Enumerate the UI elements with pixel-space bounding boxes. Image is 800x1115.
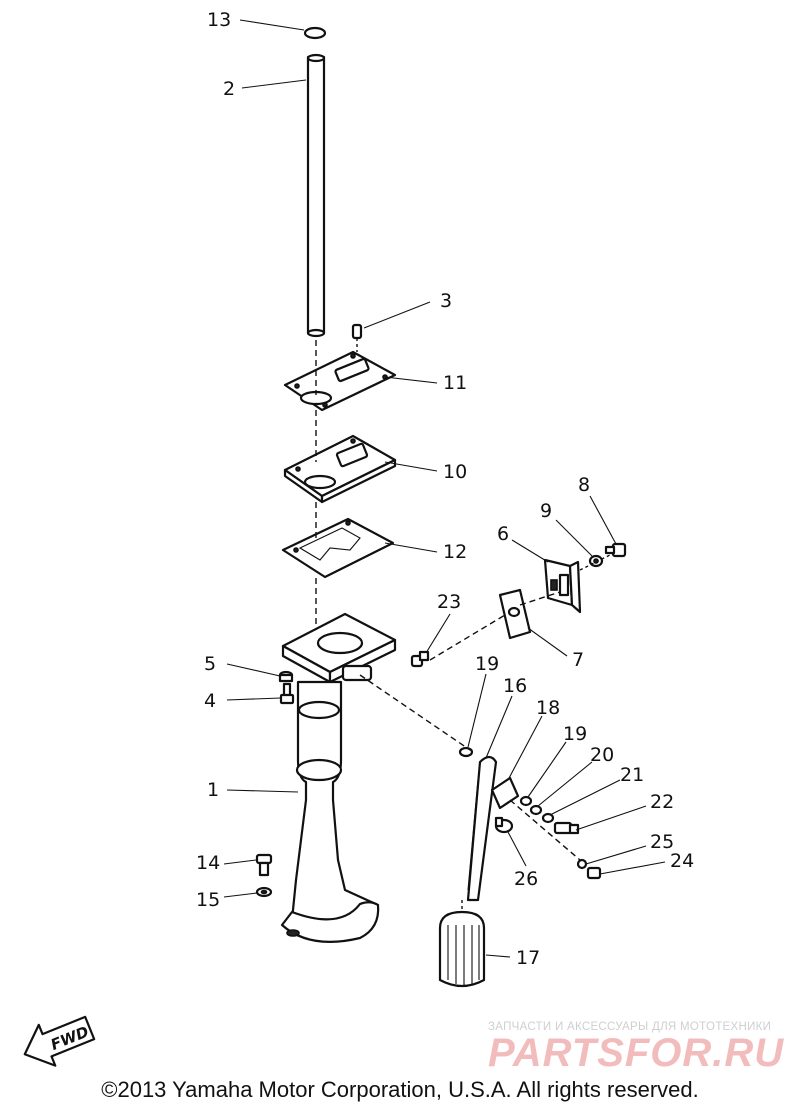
callout-18: 18 bbox=[536, 697, 560, 719]
callout-16: 16 bbox=[503, 675, 527, 697]
callout-25: 25 bbox=[650, 831, 674, 853]
callout-10: 10 bbox=[443, 461, 467, 483]
callout-9: 9 bbox=[540, 500, 552, 522]
part-22-bolt bbox=[553, 821, 580, 835]
callout-7: 7 bbox=[572, 649, 584, 671]
part-20-washer bbox=[529, 804, 543, 816]
callout-13: 13 bbox=[207, 9, 231, 31]
part-25-washer bbox=[576, 858, 588, 870]
part-16-lever bbox=[466, 755, 498, 902]
part-11-plate bbox=[283, 350, 397, 412]
part-17-grip bbox=[438, 910, 486, 988]
callout-8: 8 bbox=[578, 474, 590, 496]
copyright-notice: ©2013 Yamaha Motor Corporation, U.S.A. A… bbox=[101, 1077, 699, 1102]
part-1-column bbox=[280, 612, 397, 943]
callout-19-a: 19 bbox=[475, 653, 499, 675]
part-24-screw bbox=[586, 866, 602, 880]
part-2-pipe bbox=[306, 53, 326, 338]
part-18-plate bbox=[490, 776, 520, 810]
callout-15: 15 bbox=[196, 889, 220, 911]
part-14-bolt bbox=[255, 853, 273, 877]
callout-4: 4 bbox=[204, 690, 216, 712]
callout-12: 12 bbox=[443, 541, 467, 563]
part-21-washer bbox=[541, 812, 555, 824]
callout-3: 3 bbox=[440, 290, 452, 312]
watermark-logo: PARTSFOR.RU bbox=[488, 1031, 784, 1075]
part-7-plate bbox=[498, 588, 532, 640]
part-6-bracket bbox=[543, 558, 582, 614]
callout-6: 6 bbox=[497, 523, 509, 545]
part-15-washer bbox=[255, 886, 273, 898]
fwd-arrow-icon: FWD bbox=[23, 1015, 96, 1067]
part-13-cap bbox=[303, 26, 327, 40]
part-12-gasket bbox=[281, 517, 395, 579]
callout-14: 14 bbox=[196, 852, 220, 874]
part-26-knob bbox=[494, 816, 514, 834]
part-19-clip-a bbox=[458, 746, 474, 758]
part-5-nut bbox=[278, 670, 294, 683]
callout-5: 5 bbox=[204, 653, 216, 675]
callout-11: 11 bbox=[443, 372, 467, 394]
part-8-screw bbox=[604, 542, 627, 558]
callout-17: 17 bbox=[516, 947, 540, 969]
watermark-tagline: ЗАПЧАСТИ И АКСЕССУАРЫ ДЛЯ МОТОТЕХНИКИ bbox=[488, 1021, 771, 1033]
part-10-plate bbox=[283, 434, 397, 504]
part-23-fitting bbox=[410, 650, 430, 668]
callout-19-b: 19 bbox=[563, 723, 587, 745]
callout-2: 2 bbox=[223, 78, 235, 100]
callout-24: 24 bbox=[670, 850, 694, 872]
callout-1: 1 bbox=[207, 779, 219, 801]
callout-26: 26 bbox=[514, 868, 538, 890]
part-4-bolt bbox=[279, 682, 295, 705]
part-19-clip-b bbox=[519, 795, 533, 807]
callout-20: 20 bbox=[590, 744, 614, 766]
part-3-dowel bbox=[351, 323, 363, 340]
callout-21: 21 bbox=[620, 764, 644, 786]
callout-22: 22 bbox=[650, 791, 674, 813]
callout-23: 23 bbox=[437, 591, 461, 613]
